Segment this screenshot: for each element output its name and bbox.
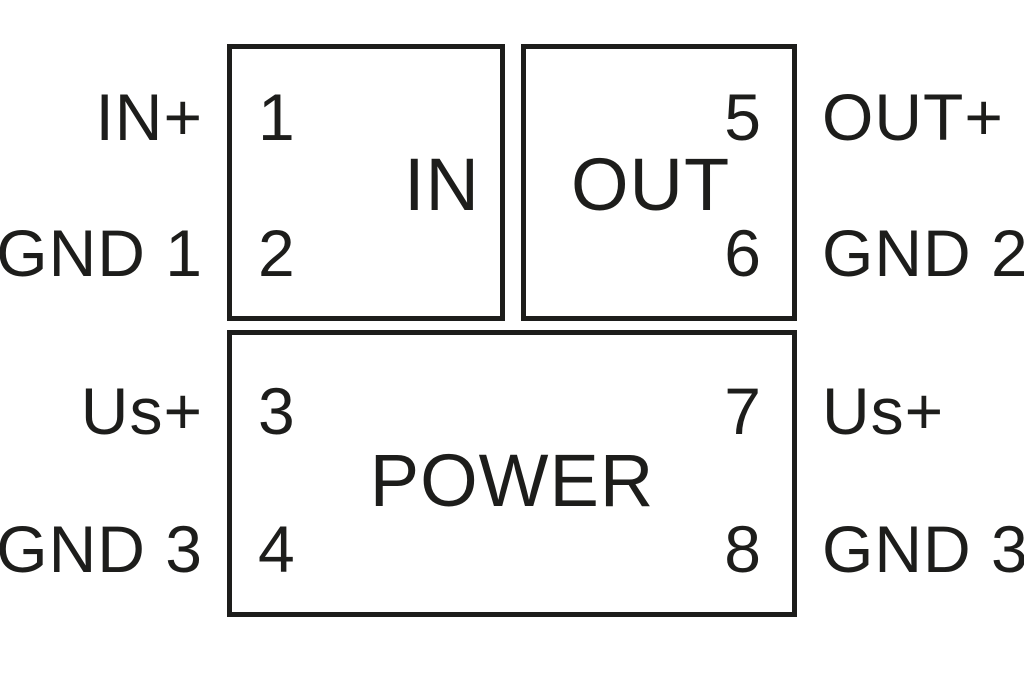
- in-block-outline: [227, 44, 505, 321]
- terminal-label-pin2: GND 1: [0, 216, 203, 290]
- terminal-label-pin7: Us+: [822, 374, 945, 448]
- terminal-label-pin5: OUT+: [822, 80, 1004, 154]
- pin-number-2: 2: [258, 216, 296, 290]
- terminal-label-pin4: GND 3: [0, 512, 203, 586]
- terminal-label-pin1: IN+: [95, 80, 203, 154]
- pin-number-3: 3: [258, 374, 296, 448]
- pin-number-1: 1: [258, 80, 296, 154]
- pin-number-4: 4: [258, 512, 296, 586]
- terminal-label-pin3: Us+: [80, 374, 203, 448]
- pin-number-8: 8: [724, 512, 762, 586]
- power-block-label: POWER: [369, 439, 655, 522]
- in-block-label: IN: [404, 143, 480, 226]
- power-block-outline: [227, 330, 797, 617]
- terminal-label-pin8: GND 3: [822, 512, 1024, 586]
- pin-number-6: 6: [724, 216, 762, 290]
- pin-number-5: 5: [724, 80, 762, 154]
- out-block-outline: [521, 44, 797, 321]
- terminal-label-pin6: GND 2: [822, 216, 1024, 290]
- pin-number-7: 7: [724, 374, 762, 448]
- out-block-label: OUT: [571, 143, 731, 226]
